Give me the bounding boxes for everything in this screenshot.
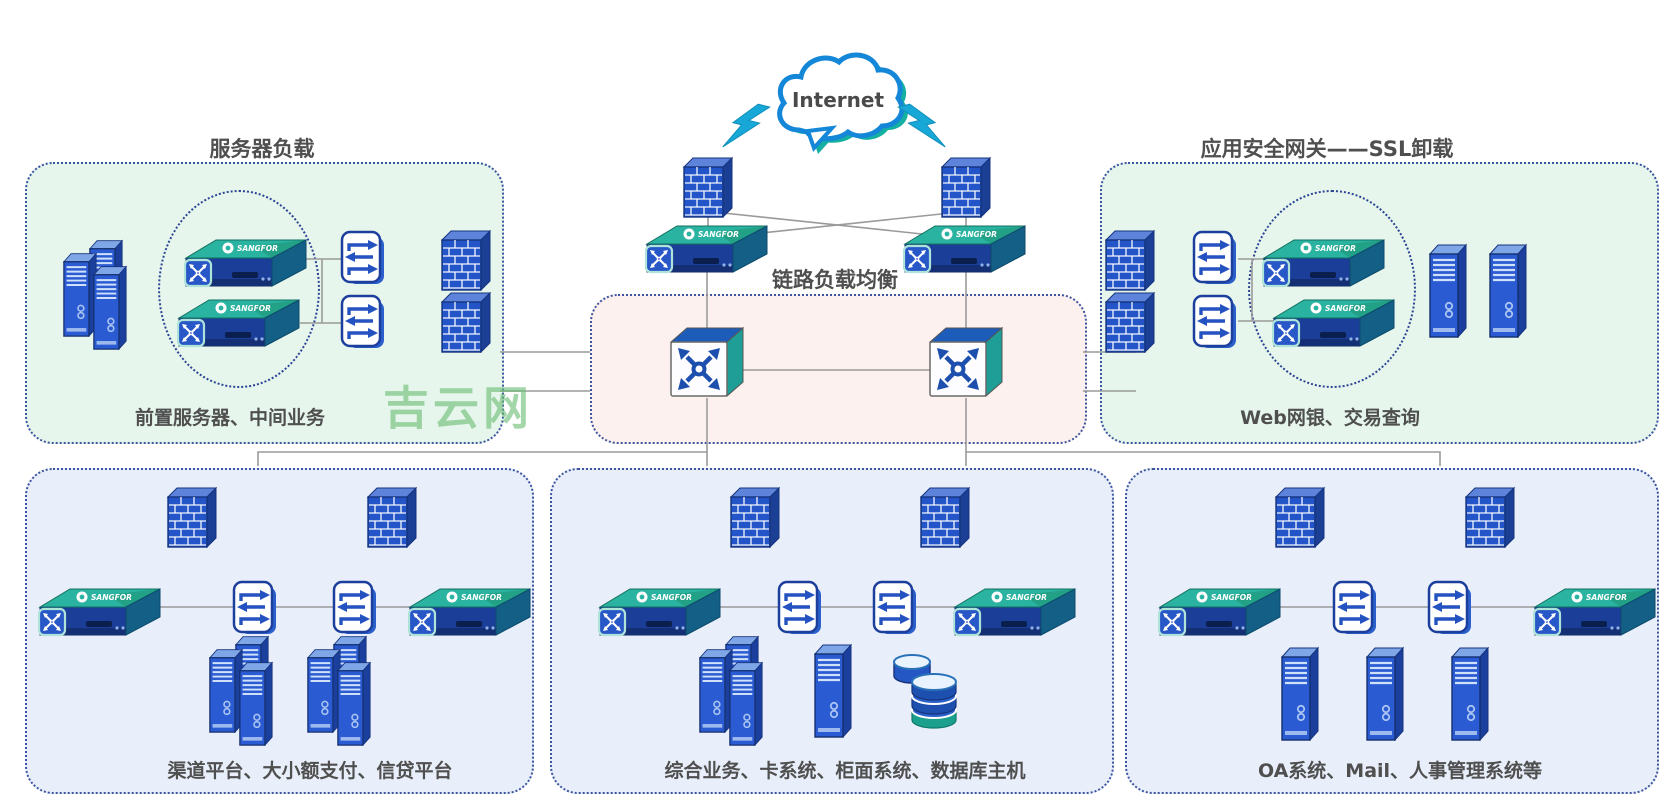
web-server-2 — [1488, 243, 1528, 338]
server-office-3 — [1450, 646, 1490, 741]
switch-ssl-1 — [1192, 230, 1236, 284]
zone-server-load-title: 服务器负载 — [209, 137, 315, 161]
switch-server-load-2 — [340, 294, 384, 348]
firewall-channel-1 — [166, 486, 218, 548]
zone-app-gateway-caption: Web网银、交易查询 — [1240, 407, 1420, 429]
sangfor-logo-text: SANGFOR — [1211, 593, 1252, 602]
server-tower-icon — [208, 648, 244, 733]
server-tower-icon — [62, 252, 98, 337]
core-switch-right — [928, 326, 1004, 398]
switch-server-load-1 — [340, 230, 384, 284]
server-tower-icon — [336, 661, 372, 746]
switch-business-1 — [777, 580, 821, 634]
sangfor-logo-text: SANGFOR — [956, 230, 997, 239]
server-cluster-business — [698, 634, 768, 750]
firewall-office-1 — [1274, 486, 1326, 548]
appliance-office-left: SANGFOR — [1158, 588, 1281, 637]
server-office-1 — [1280, 646, 1320, 741]
switch-ssl-2 — [1192, 294, 1236, 348]
zone-core-business-caption: 综合业务、卡系统、柜面系统、数据库主机 — [664, 760, 1026, 782]
sangfor-logo-text: SANGFOR — [237, 244, 278, 253]
web-server-1 — [1428, 243, 1468, 338]
firewall-server-load-2 — [440, 291, 492, 353]
appliance-office-right: SANGFOR — [1533, 588, 1656, 637]
appliance-business-right: SANGFOR — [953, 588, 1076, 637]
server-lb-appliance-2: SANGFOR — [177, 299, 300, 348]
firewall-business-1 — [729, 486, 781, 548]
sangfor-logo-text: SANGFOR — [1315, 244, 1356, 253]
wan-firewall-right — [940, 156, 992, 218]
switch-office-1 — [1332, 580, 1376, 634]
server-cluster-channel-2 — [306, 634, 376, 750]
sangfor-logo-text: SANGFOR — [1325, 304, 1366, 313]
switch-office-2 — [1427, 580, 1471, 634]
sangfor-logo-text: SANGFOR — [1586, 593, 1627, 602]
switch-business-2 — [872, 580, 916, 634]
server-business-single — [813, 643, 853, 738]
lightning-bolt-left — [722, 103, 772, 148]
sangfor-logo-text: SANGFOR — [230, 304, 271, 313]
switch-channel-2 — [332, 580, 376, 634]
zone-app-gateway-title: 应用安全网关——SSL卸载 — [1200, 137, 1454, 161]
server-lb-appliance-1: SANGFOR — [184, 239, 307, 288]
sangfor-logo-text: SANGFOR — [651, 593, 692, 602]
server-tower-icon — [728, 661, 764, 746]
link-load-balancer-left: SANGFOR — [645, 225, 768, 274]
core-switch-left — [669, 326, 745, 398]
server-office-2 — [1365, 646, 1405, 741]
lightning-bolt-right — [896, 103, 946, 148]
server-cluster-frontend — [62, 238, 132, 354]
appliance-channel-left: SANGFOR — [38, 588, 161, 637]
sangfor-logo-text: SANGFOR — [91, 593, 132, 602]
server-cluster-channel-1 — [208, 634, 278, 750]
internet-label: Internet — [792, 88, 884, 112]
firewall-office-2 — [1464, 486, 1516, 548]
link-load-balancer-right: SANGFOR — [903, 225, 1026, 274]
watermark: 吉云网 — [383, 381, 533, 435]
zone-channel-caption: 渠道平台、大小额支付、信贷平台 — [167, 760, 453, 782]
firewall-business-2 — [919, 486, 971, 548]
sangfor-logo-text: SANGFOR — [461, 593, 502, 602]
firewall-ssl-2 — [1104, 291, 1156, 353]
ha-cluster-circle-right — [1248, 190, 1416, 388]
ha-cluster-circle-left — [158, 190, 320, 388]
appliance-channel-right: SANGFOR — [408, 588, 531, 637]
appliance-business-left: SANGFOR — [598, 588, 721, 637]
ssl-gateway-appliance-2: SANGFOR — [1272, 299, 1395, 348]
firewall-ssl-1 — [1104, 229, 1156, 291]
firewall-server-load-1 — [440, 229, 492, 291]
ssl-gateway-appliance-1: SANGFOR — [1262, 239, 1385, 288]
sangfor-logo-text: SANGFOR — [1006, 593, 1047, 602]
link-load-balancer-label: 链路负载均衡 — [772, 268, 898, 292]
server-tower-icon — [92, 265, 128, 350]
firewall-channel-2 — [366, 486, 418, 548]
sangfor-logo-text: SANGFOR — [698, 230, 739, 239]
zone-server-load-caption: 前置服务器、中间业务 — [134, 407, 326, 429]
wan-firewall-left — [682, 156, 734, 218]
zone-office-caption: OA系统、Mail、人事管理系统等 — [1257, 760, 1543, 782]
switch-channel-1 — [232, 580, 276, 634]
server-tower-icon — [238, 661, 274, 746]
internet-cloud: Internet — [777, 52, 908, 154]
database-host — [893, 654, 957, 729]
